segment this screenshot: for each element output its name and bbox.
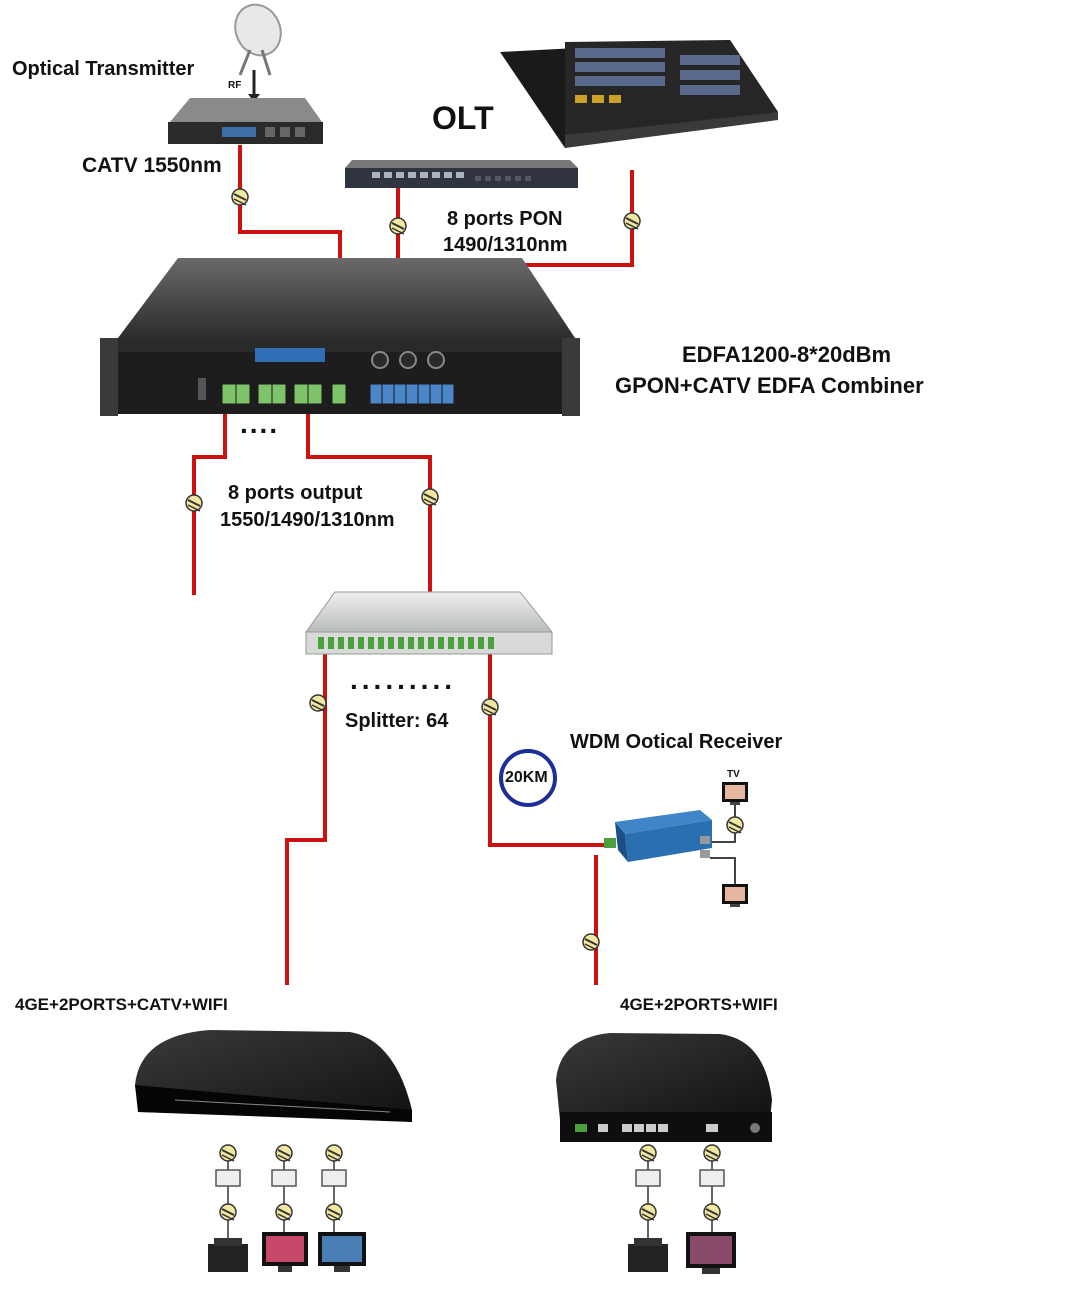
telephone-icon xyxy=(208,1238,248,1272)
monitor-icon xyxy=(686,1232,736,1274)
output-ports-label: 8 ports output xyxy=(228,482,363,504)
onu-right-label: 4GE+2PORTS+WIFI xyxy=(620,995,778,1014)
connector-icon xyxy=(389,217,407,235)
edfa-desc-label: GPON+CATV EDFA Combiner xyxy=(615,373,924,398)
tv-icon xyxy=(722,782,748,805)
distance-badge xyxy=(499,749,557,807)
wdm-receiver-label: WDM Ootical Receiver xyxy=(570,731,783,753)
splitter-device xyxy=(305,591,554,655)
connector-icon xyxy=(623,212,641,230)
fiber-edfa-out-left xyxy=(192,400,227,595)
end-devices-right xyxy=(647,1150,713,1240)
wdm-receiver-device xyxy=(604,810,712,862)
connector-icon xyxy=(185,494,203,512)
fiber-edfa-out-right xyxy=(306,400,432,598)
monitor-icon xyxy=(262,1232,308,1272)
onu-left-label: 4GE+2PORTS+CATV+WIFI xyxy=(15,995,228,1014)
optical-transmitter-device xyxy=(168,98,323,144)
pon-wavelength-label: 1490/1310nm xyxy=(443,234,568,256)
tv-label: TV xyxy=(727,769,740,780)
edfa-output-dots: .... xyxy=(240,408,280,439)
connector-icon xyxy=(231,188,249,206)
connector-icon xyxy=(582,933,600,951)
splitter-label: Splitter: 64 xyxy=(345,710,449,732)
pon-switch-device xyxy=(345,160,578,188)
connector-icon xyxy=(421,488,439,506)
adapter-icons xyxy=(215,1169,725,1187)
onu-left-device xyxy=(135,1030,412,1122)
rf-label: RF xyxy=(228,80,242,91)
end-devices-left xyxy=(227,1150,335,1240)
onu-right-device xyxy=(556,1033,772,1142)
fiber-receiver-tv-bottom xyxy=(710,857,736,885)
pon-ports-label: 8 ports PON xyxy=(447,208,563,230)
edfa-combiner-device xyxy=(100,258,580,416)
tv-icon xyxy=(722,884,748,907)
satellite-dish-icon xyxy=(234,3,282,102)
telephone-icon xyxy=(628,1238,668,1272)
distance-label: 20KM xyxy=(505,769,548,786)
splitter-dots: ......... xyxy=(350,664,457,695)
edfa-model-label: EDFA1200-8*20dBm xyxy=(682,342,892,367)
connector-icon xyxy=(726,816,744,834)
catv-label: CATV 1550nm xyxy=(82,154,222,177)
connector-icon xyxy=(481,698,499,716)
output-wavelength-label: 1550/1490/1310nm xyxy=(220,509,395,531)
optical-transmitter-label: Optical Transmitter xyxy=(12,58,195,80)
connector-icon xyxy=(309,694,327,712)
olt-label: OLT xyxy=(432,100,494,136)
monitor-icon xyxy=(318,1232,366,1272)
fiber-receiver-tv-top xyxy=(710,803,736,843)
olt-chassis-device xyxy=(500,40,778,148)
fiber-splitter-left xyxy=(285,650,327,985)
